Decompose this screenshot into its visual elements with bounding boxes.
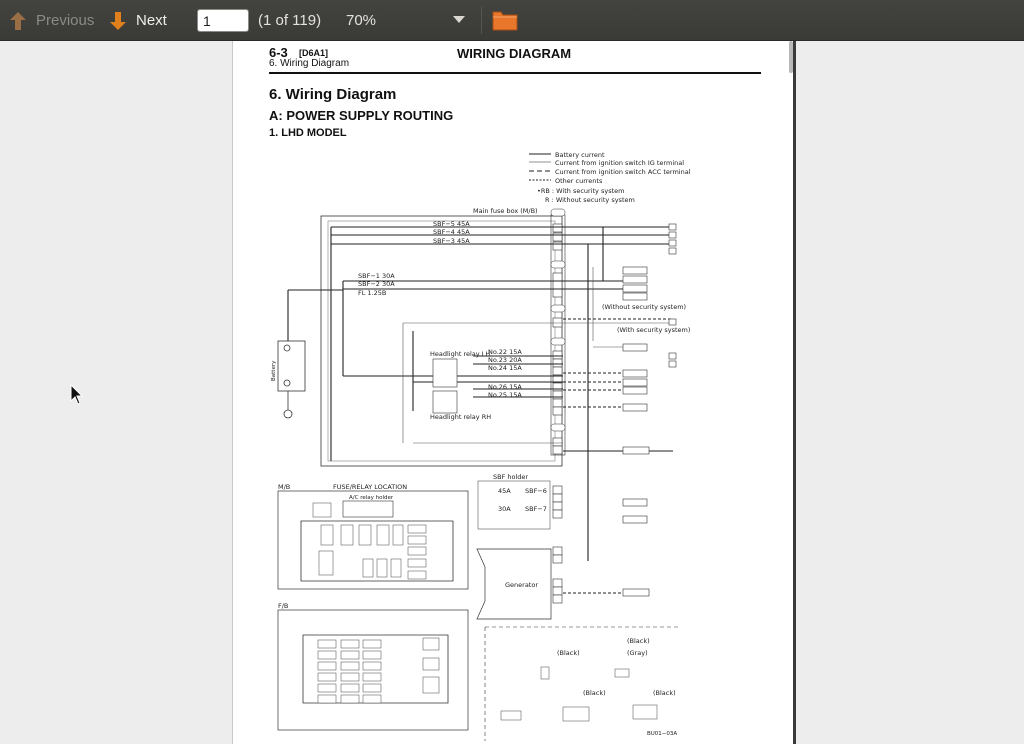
section-title: 6. Wiring Diagram (269, 86, 397, 103)
header-code: [D6A1] (299, 48, 329, 58)
connector-black-4: (Black) (653, 689, 676, 697)
arrow-down-icon (110, 11, 126, 30)
legend-ig: Current from ignition switch IG terminal (555, 159, 684, 167)
sbf2-label: SBF−2 30A (358, 280, 395, 288)
no25-label: No.25 15A (488, 391, 522, 399)
zoom-value: 70% (346, 12, 377, 29)
sbf7-label: SBF−7 (525, 505, 547, 513)
fuse-relay-location-label: FUSE/RELAY LOCATION (333, 483, 407, 491)
legend-battery: Battery current (555, 151, 605, 159)
ac-relay-holder-label: A/C relay holder (349, 495, 394, 501)
page-number-input[interactable] (197, 9, 249, 32)
no26-label: No.26 15A (488, 383, 522, 391)
legend-r: R : Without security system (545, 196, 635, 204)
generator-label: Generator (505, 581, 538, 589)
legend-other: Other currents (555, 177, 603, 185)
sbf4-label: SBF−4 45A (433, 228, 470, 236)
fuse-30a-label: 30A (498, 505, 511, 513)
header-title: WIRING DIAGRAM (457, 46, 572, 61)
headlight-rh-label: Headlight relay RH (430, 413, 491, 421)
next-label: Next (136, 12, 167, 29)
header-subtitle: 6. Wiring Diagram (269, 58, 350, 69)
sbf1-label: SBF−1 30A (358, 272, 395, 280)
main-fuse-box-label: Main fuse box (M/B) (473, 207, 538, 215)
chevron-down-icon[interactable] (453, 16, 465, 23)
fuse-45a-label: 45A (498, 487, 511, 495)
document-viewer[interactable]: 6-3 [D6A1] 6. Wiring Diagram WIRING DIAG… (0, 41, 1024, 744)
sbf6-label: SBF−6 (525, 487, 547, 495)
sbf3-label: SBF−3 45A (433, 237, 470, 245)
previous-label: Previous (36, 12, 95, 29)
sbf5-label: SBF−5 45A (433, 220, 470, 228)
without-security-label: (Without security system) (602, 303, 686, 311)
mb-location-label: M/B (278, 483, 290, 491)
sbf-holder-label: SBF holder (493, 473, 528, 481)
legend-rb: •RB : With security system (537, 187, 624, 195)
legend-acc: Current from ignition switch ACC termina… (555, 168, 691, 176)
battery-label: Battery (271, 360, 277, 381)
document-page: 6-3 [D6A1] 6. Wiring Diagram WIRING DIAG… (232, 41, 796, 744)
fl-label: FL 1.25B (358, 289, 386, 297)
no23-label: No.23 20A (488, 356, 522, 364)
previous-button[interactable]: Previous (8, 0, 94, 41)
toolbar-separator (481, 7, 482, 34)
page-count: (1 of 119) (258, 12, 322, 29)
connector-gray: (Gray) (627, 649, 648, 657)
headlight-lh-label: Headlight relay LH (430, 350, 490, 358)
no24-label: No.24 15A (488, 364, 522, 372)
folder-icon[interactable] (492, 9, 518, 31)
model-title: 1. LHD MODEL (269, 127, 347, 139)
with-security-label: (With security system) (617, 326, 690, 334)
connector-black-2: (Black) (627, 637, 650, 645)
wiring-diagram: Battery current Current from ignition sw… (271, 151, 691, 741)
subsection-title: A: POWER SUPPLY ROUTING (269, 108, 454, 123)
fb-location-label: F/B (278, 602, 288, 610)
connector-black-1: (Black) (557, 649, 580, 657)
header-number: 6-3 (269, 45, 288, 60)
header-rule (269, 72, 761, 74)
next-button[interactable]: Next (108, 0, 167, 41)
no22-label: No.22 15A (488, 348, 522, 356)
scrollbar-thumb[interactable] (789, 41, 793, 73)
toolbar: Previous Next (1 of 119) 70% (0, 0, 1024, 41)
footer-code: BU01−03A (647, 731, 677, 737)
zoom-select[interactable]: 70% (346, 0, 466, 41)
mouse-cursor-icon (70, 384, 84, 405)
arrow-up-icon (10, 11, 26, 30)
connector-black-3: (Black) (583, 689, 606, 697)
